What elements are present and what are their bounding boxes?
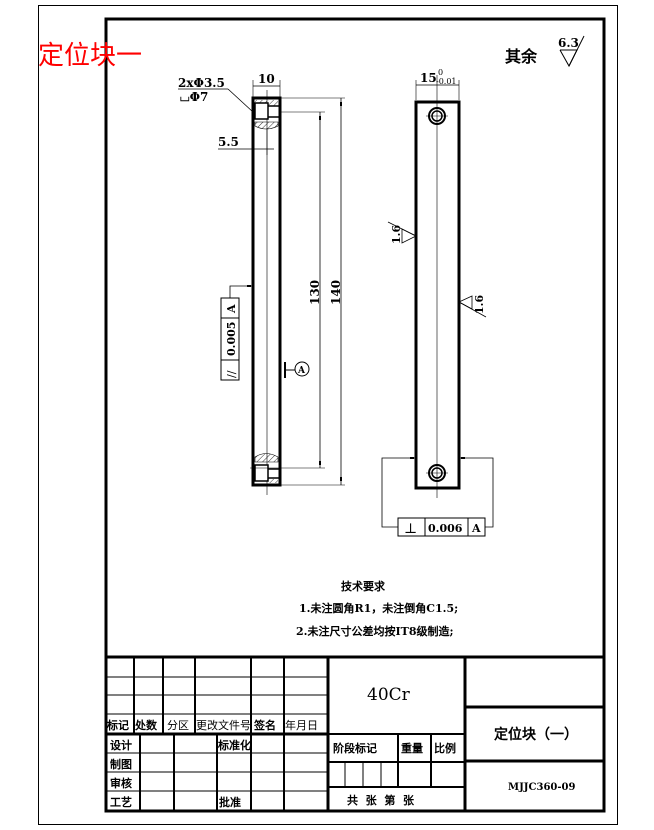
roughness-symbol-icon — [559, 49, 578, 68]
front-view: 15 0 -0.01 1.6 1.6 ⊥ 0.006 A — [381, 68, 494, 537]
approval-label: 批准 — [219, 795, 241, 809]
material: 40Cr — [367, 685, 411, 705]
roughness-left-icon: 1.6 — [387, 221, 417, 244]
rev-header-date: 年月日 — [285, 718, 318, 732]
rev-header-count: 处数 — [134, 718, 158, 732]
bottom-hole-icon — [426, 464, 448, 482]
role-process: 工艺 — [110, 795, 132, 809]
role-drawing: 制图 — [110, 757, 132, 771]
outer-frame — [38, 5, 618, 825]
overall-length-dim: 140 — [329, 280, 343, 305]
hole-callout-line1: 2xΦ3.5 — [178, 76, 225, 90]
datum-letter: A — [297, 366, 306, 376]
datum-a-marker: A — [284, 361, 310, 378]
front-view-body — [414, 100, 461, 490]
scale-label: 比例 — [434, 741, 456, 755]
hole-spacing-dim: 130 — [308, 280, 322, 305]
technical-requirements: 技术要求 1.未注圆角R1，未注倒角C1.5; 2.未注尺寸公差均按IT8级制造… — [296, 579, 458, 638]
rev-header-zone: 分区 — [167, 719, 189, 732]
roughness-left-value: 1.6 — [390, 225, 403, 244]
front-tol-upper: 0 — [438, 68, 443, 77]
surface-roughness-other: 其余 6.3 — [505, 35, 585, 68]
title-block-text: 标记 处数 分区 更改文件号 签名 年月日 设计 制图 审核 工艺 标准化 批准… — [106, 685, 578, 809]
parallelism-value: 0.005 — [225, 322, 238, 356]
inner-frame — [104, 17, 606, 813]
front-width-dim: 15 — [420, 71, 437, 85]
part-name: 定位块（一） — [494, 726, 578, 743]
standardization-label: 标准化 — [217, 738, 251, 752]
surface-other-value: 6.3 — [558, 36, 579, 50]
note-item-2: 2.未注尺寸公差均按IT8级制造; — [296, 624, 454, 638]
note-item-1: 1.未注圆角R1，未注倒角C1.5; — [299, 601, 458, 615]
perpendicularity-symbol: ⊥ — [404, 521, 417, 537]
parallelism-datum: A — [225, 304, 238, 314]
side-offset-dim: 5.5 — [218, 135, 239, 149]
drawing-number: MJJC360-09 — [508, 782, 575, 793]
roughness-right-value: 1.6 — [473, 295, 486, 314]
parallelism-tolerance-frame: A 0.005 // — [220, 285, 253, 381]
side-view: 2xΦ3.5 ⌴Φ7 10 5.5 130 140 A — [178, 72, 345, 495]
rev-header-signature: 签名 — [253, 718, 276, 732]
notes-title: 技术要求 — [341, 579, 386, 593]
title-block — [106, 655, 604, 811]
part-label: 定位块一 — [38, 41, 142, 71]
sheet-info: 共 张 第 张 — [347, 793, 415, 807]
perpendicularity-datum: A — [471, 522, 481, 535]
rev-header-mark: 标记 — [106, 718, 129, 732]
perpendicularity-value: 0.006 — [428, 522, 463, 535]
hole-callout-line2: ⌴Φ7 — [180, 90, 208, 104]
weight-label: 重量 — [401, 741, 423, 755]
role-review: 审核 — [110, 776, 132, 790]
perpendicularity-tolerance-frame: ⊥ 0.006 A — [381, 457, 494, 537]
role-design: 设计 — [110, 738, 132, 752]
roughness-right-icon: 1.6 — [458, 295, 487, 318]
side-width-dim: 10 — [258, 72, 275, 86]
top-hole-icon — [426, 107, 448, 125]
surface-other-label: 其余 — [505, 47, 538, 66]
rev-header-change-doc: 更改文件号 — [196, 718, 251, 732]
stage-mark-label: 阶段标记 — [333, 741, 377, 755]
side-view-body — [251, 96, 282, 487]
parallelism-symbol: // — [225, 370, 238, 378]
front-tol-lower: -0.01 — [436, 77, 457, 86]
